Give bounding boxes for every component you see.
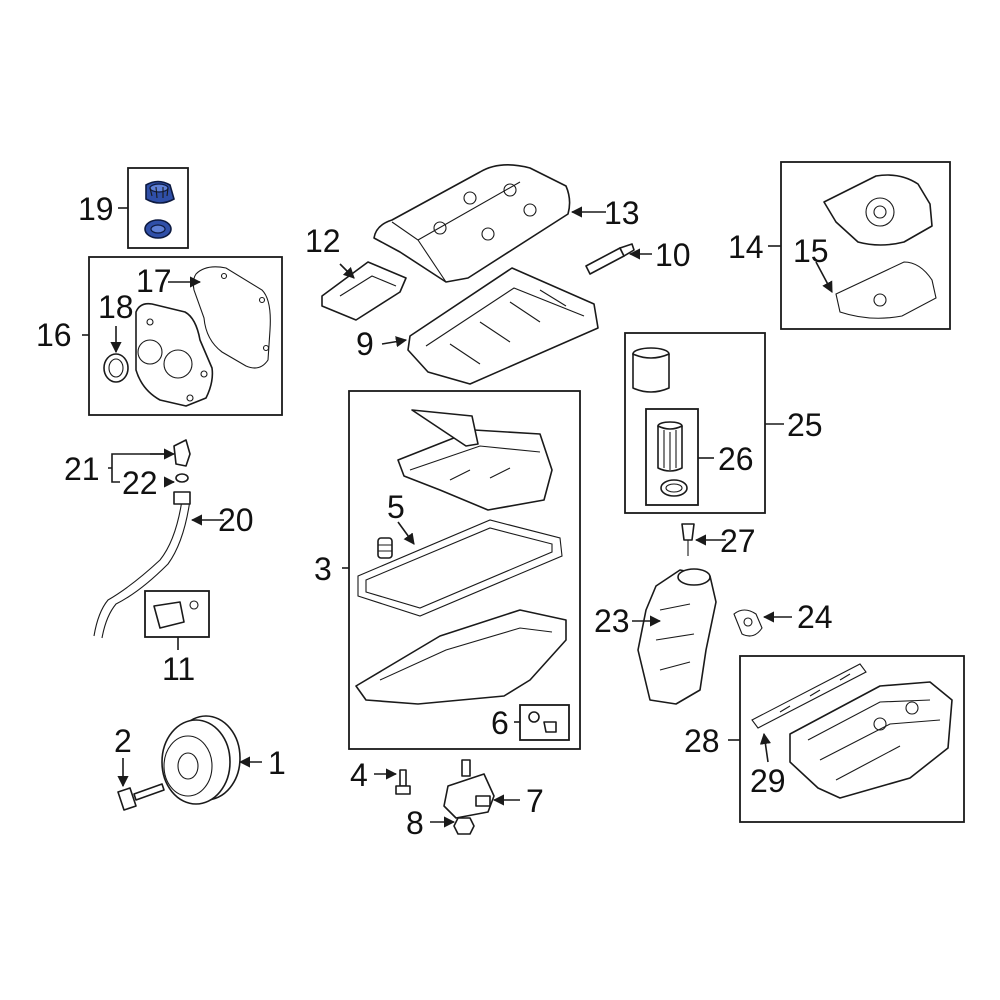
mount-bolt[interactable] [395, 769, 411, 795]
callout-16[interactable]: 16 [36, 317, 72, 353]
cover-bracket[interactable] [321, 261, 407, 321]
timing-cover-gasket[interactable] [192, 266, 271, 369]
callout-2[interactable]: 2 [114, 723, 132, 759]
sealant-tube[interactable] [585, 243, 635, 275]
callout-1[interactable]: 1 [268, 745, 286, 781]
callout-7[interactable]: 7 [526, 783, 544, 819]
dowel-sleeve[interactable] [377, 537, 393, 559]
engine-cover[interactable] [373, 164, 571, 283]
callout-4[interactable]: 4 [350, 757, 368, 793]
box-11 [144, 590, 210, 638]
callout-18[interactable]: 18 [98, 289, 134, 325]
crank-seal[interactable] [103, 353, 129, 383]
callout-28[interactable]: 28 [684, 723, 720, 759]
box-26 [645, 408, 699, 506]
oil-filter-cartridge[interactable] [632, 347, 670, 393]
oil-temp-sensor[interactable] [681, 523, 695, 556]
oil-filter-element[interactable] [657, 421, 683, 472]
drain-plug[interactable] [528, 711, 557, 733]
callout-24[interactable]: 24 [797, 599, 833, 635]
callout-22[interactable]: 22 [122, 465, 158, 501]
dipstick-handle[interactable] [173, 439, 191, 467]
box-3 [348, 390, 581, 750]
callout-8[interactable]: 8 [406, 805, 424, 841]
callout-20[interactable]: 20 [218, 502, 254, 538]
oil-filter-seal[interactable] [660, 479, 688, 497]
upper-oil-pan[interactable] [397, 409, 553, 511]
callout-27[interactable]: 27 [720, 523, 756, 559]
oil-filler-cap-seal[interactable] [144, 219, 172, 239]
engine-mount[interactable] [443, 759, 495, 819]
callout-25[interactable]: 25 [787, 407, 823, 443]
oil-filter-housing[interactable] [637, 568, 717, 705]
callout-21[interactable]: 21 [64, 451, 100, 487]
oil-filler-cap[interactable] [145, 180, 175, 204]
callout-5[interactable]: 5 [387, 489, 405, 525]
callout-9[interactable]: 9 [356, 326, 374, 362]
intake-manifold[interactable] [789, 681, 953, 799]
callout-15[interactable]: 15 [793, 233, 829, 269]
box-28 [739, 655, 965, 823]
lower-oil-pan[interactable] [355, 609, 567, 705]
valve-cover[interactable] [407, 267, 599, 385]
callout-19[interactable]: 19 [78, 191, 114, 227]
callout-23[interactable]: 23 [594, 603, 630, 639]
housing-gasket[interactable] [733, 609, 763, 637]
callout-17[interactable]: 17 [136, 263, 172, 299]
separator-gasket[interactable] [835, 261, 937, 319]
box-16 [88, 256, 283, 416]
callout-labels: 19 16 17 18 12 13 10 9 14 15 25 26 3 5 6… [36, 191, 833, 841]
callout-13[interactable]: 13 [604, 195, 640, 231]
dipstick-tube[interactable] [93, 491, 191, 639]
callout-3[interactable]: 3 [314, 551, 332, 587]
manifold-gasket[interactable] [751, 663, 867, 729]
callout-14[interactable]: 14 [728, 229, 764, 265]
callout-10[interactable]: 10 [655, 237, 691, 273]
callout-29[interactable]: 29 [750, 763, 786, 799]
timing-cover[interactable] [135, 302, 214, 407]
mount-nut[interactable] [453, 817, 475, 835]
callout-26[interactable]: 26 [718, 441, 754, 477]
leaders [82, 206, 833, 828]
oil-pan-gasket[interactable] [357, 519, 563, 617]
callout-12[interactable]: 12 [305, 223, 341, 259]
dipstick-o-ring[interactable] [175, 473, 189, 483]
callout-11[interactable]: 11 [162, 651, 195, 687]
pulley-bolt[interactable] [117, 783, 165, 811]
oil-pressure-sensor[interactable] [153, 600, 199, 629]
crank-pulley[interactable] [161, 715, 241, 805]
oil-separator[interactable] [823, 174, 933, 246]
box-25 [624, 332, 766, 514]
callout-6[interactable]: 6 [491, 705, 509, 741]
